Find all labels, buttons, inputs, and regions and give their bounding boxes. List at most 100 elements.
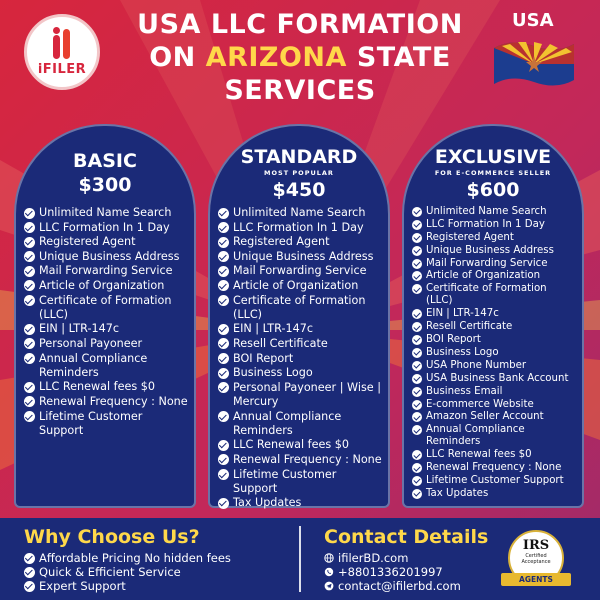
check-circle-icon (218, 222, 229, 234)
plan-card-standard[interactable]: STANDARD MOST POPULAR $450 Unlimited Nam… (208, 124, 390, 510)
title-on: ON (149, 42, 196, 73)
list-item: Tax Updates (412, 488, 576, 500)
list-item: Tax Updates (218, 496, 382, 510)
feature-label: Personal Payoneer | Wise | Mercury (233, 380, 381, 408)
list-item: Certificate of Formation (LLC) (412, 283, 576, 307)
check-circle-icon (218, 469, 229, 481)
contact-website[interactable]: ifilerBD.com (324, 551, 461, 565)
list-item: Annual Compliance Reminders (218, 410, 382, 438)
feature-label: Amazon Seller Account (426, 411, 544, 423)
check-circle-icon (412, 360, 422, 371)
check-circle-icon (412, 476, 422, 487)
feature-label: Personal Payoneer (39, 336, 143, 350)
check-circle-icon (24, 280, 35, 292)
feature-label: Registered Agent (426, 231, 514, 243)
check-circle-icon (218, 497, 229, 509)
check-circle-icon (24, 323, 35, 335)
feature-label: Renewal Frequency : None (426, 462, 562, 474)
list-item: LLC Formation In 1 Day (218, 221, 382, 235)
contact-email[interactable]: contact@ifilerbd.com (324, 579, 461, 593)
plan-card-exclusive[interactable]: EXCLUSIVE FOR E-COMMERCE SELLER $600 Unl… (402, 124, 584, 508)
check-circle-icon (412, 348, 422, 358)
feature-label: USA Phone Number (426, 359, 527, 371)
list-item: LLC Formation In 1 Day (412, 219, 576, 231)
contact-phone[interactable]: +8801336201997 (324, 565, 461, 579)
plan-card-basic[interactable]: BASIC $300 Unlimited Name Search LLC For… (14, 124, 196, 508)
check-circle-icon (24, 552, 35, 564)
check-circle-icon (412, 373, 422, 384)
check-circle-icon (412, 450, 422, 461)
contact-phone-label[interactable]: +8801336201997 (338, 565, 443, 579)
check-circle-icon (218, 382, 229, 394)
feature-label: Mail Forwarding Service (426, 257, 548, 269)
irs-ribbon: AGENTS (501, 573, 571, 586)
why-choose-list: Affordable Pricing No hidden fees Quick … (24, 551, 231, 593)
feature-label: Article of Organization (39, 278, 165, 292)
feature-label: Renewal Frequency : None (39, 394, 188, 408)
list-item: E-commerce Website (412, 399, 576, 411)
list-item: Annual Compliance Reminders (412, 424, 576, 448)
plan-name: BASIC (73, 150, 137, 172)
list-item: Unlimited Name Search (412, 206, 576, 218)
list-item: Renewal Frequency : None (24, 395, 188, 409)
check-circle-icon (218, 251, 229, 263)
check-circle-icon (412, 207, 422, 217)
list-item: LLC Renewal fees $0 (218, 438, 382, 452)
list-item: EIN | LTR-147c (218, 322, 382, 336)
plan-header: EXCLUSIVE FOR E-COMMERCE SELLER $600 (404, 126, 582, 206)
plan-header: BASIC $300 (16, 126, 194, 206)
check-circle-icon (24, 265, 35, 277)
check-circle-icon (24, 353, 35, 365)
check-circle-icon (412, 489, 422, 499)
list-item: Unlimited Name Search (24, 206, 188, 220)
feature-label: EIN | LTR-147c (39, 322, 120, 336)
ifiler-logo-icon (49, 27, 75, 61)
check-circle-icon (412, 309, 422, 320)
feature-label: Business Logo (426, 347, 499, 358)
feature-label: LLC Renewal fees $0 (233, 438, 349, 452)
feature-label: Business Email (426, 385, 503, 397)
check-circle-icon (218, 280, 229, 292)
list-item: LLC Renewal fees $0 (412, 449, 576, 461)
contact-website-label[interactable]: ifilerBD.com (338, 551, 409, 565)
list-item: Unique Business Address (24, 250, 188, 264)
list-item: Affordable Pricing No hidden fees (24, 551, 231, 565)
why-item-label: Quick & Efficient Service (39, 565, 181, 579)
list-item: Lifetime Customer Support (218, 468, 382, 496)
check-circle-icon (412, 412, 422, 423)
feature-label: EIN | LTR-147c (233, 322, 314, 336)
globe-icon (324, 553, 334, 563)
feature-label: Unlimited Name Search (233, 206, 366, 219)
title-state-word: STATE (356, 42, 451, 73)
check-circle-icon (218, 236, 229, 248)
check-circle-icon (218, 411, 229, 423)
list-item: Mail Forwarding Service (218, 264, 382, 278)
feature-label: Registered Agent (233, 235, 330, 249)
list-item: EIN | LTR-147c (412, 308, 576, 320)
check-circle-icon (24, 580, 35, 592)
check-circle-icon (412, 386, 422, 397)
check-circle-icon (412, 284, 422, 295)
check-circle-icon (218, 323, 229, 335)
list-item: USA Phone Number (412, 360, 576, 372)
feature-label: Mail Forwarding Service (233, 264, 367, 278)
contact-email-label[interactable]: contact@ifilerbd.com (338, 579, 461, 593)
contact-title: Contact Details (324, 526, 489, 548)
check-circle-icon (412, 335, 422, 346)
feature-label: EIN | LTR-147c (426, 308, 499, 320)
feature-label: Tax Updates (233, 496, 302, 510)
plan-header: STANDARD MOST POPULAR $450 (210, 126, 388, 206)
feature-label: Unique Business Address (426, 244, 554, 256)
check-circle-icon (24, 396, 35, 408)
feature-label: Unique Business Address (233, 249, 374, 263)
feature-label: Business Logo (233, 366, 313, 380)
feature-label: LLC Formation In 1 Day (426, 218, 545, 230)
check-circle-icon (24, 295, 35, 307)
check-circle-icon (412, 322, 422, 333)
list-item: Unique Business Address (412, 245, 576, 257)
contact-list: ifilerBD.com +8801336201997 contact@ifil… (324, 551, 461, 593)
feature-label: Mail Forwarding Service (39, 264, 173, 278)
list-item: Unlimited Name Search (218, 206, 382, 220)
list-item: Annual Compliance Reminders (24, 352, 188, 380)
list-item: EIN | LTR-147c (24, 322, 188, 336)
